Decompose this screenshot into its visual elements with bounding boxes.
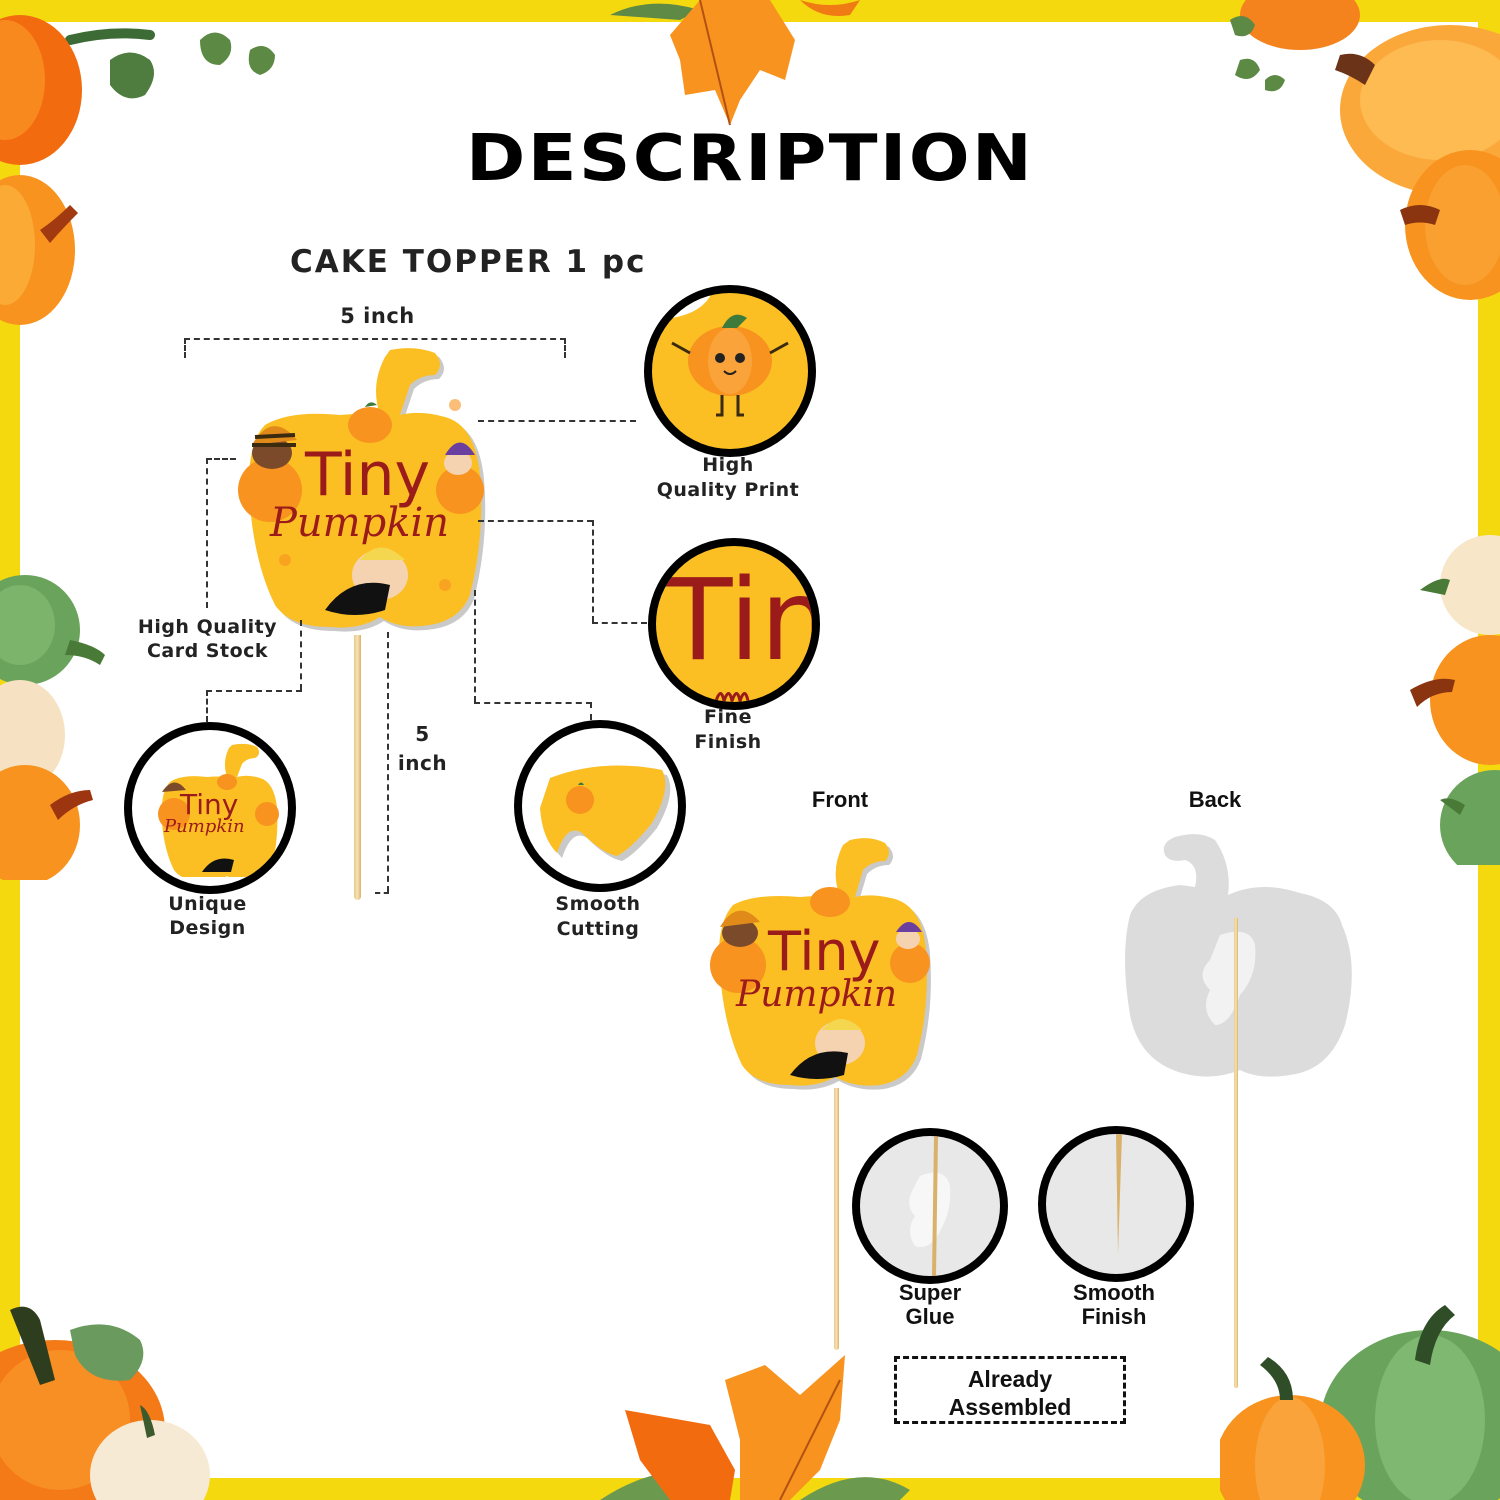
feature-label-cutting-line1: Smooth: [555, 893, 641, 915]
stick-tip-closeup-icon: [1116, 1134, 1122, 1254]
maple-leaf-bottom-icon: [600, 1355, 910, 1500]
front-pepper-shape-icon: [710, 838, 931, 1090]
already-assembled-badge: Already Assembled: [894, 1356, 1126, 1424]
super-glue-label-line2: Glue: [905, 1304, 955, 1329]
feature-circle-design: Tiny Pumpkin: [124, 722, 296, 894]
assembled-badge-line2: Assembled: [948, 1394, 1072, 1420]
width-dimension-tick-right: [564, 338, 566, 358]
front-view-topper: Tiny Pumpkin: [700, 835, 940, 1090]
wooden-stick: [354, 635, 361, 900]
connector-design-1: [300, 620, 302, 690]
feature-label-card-stock-line2: Card Stock: [146, 640, 269, 662]
connector-cutting-3: [590, 702, 592, 720]
glue-closeup-icon: [909, 1136, 951, 1276]
feature-label-finish-line2: Finish: [694, 731, 762, 753]
smooth-finish-label-line1: Smooth: [1073, 1280, 1155, 1305]
height-dimension-line: [387, 632, 389, 892]
height-dimension-tick: [375, 892, 389, 894]
connector-cutting-1: [474, 590, 476, 702]
feature-circle-finish: Tin: [648, 538, 820, 710]
connector-card-stock-1: [206, 458, 236, 460]
feature-label-design-line2: Design: [169, 917, 246, 939]
script-detail-icon: [714, 692, 750, 702]
small-pumpkin-icon: [566, 786, 594, 814]
mini-topper-text-pumpkin: Pumpkin: [164, 816, 245, 837]
feature-label-print-line2: Quality Print: [656, 479, 800, 501]
pumpkin-right-middle-icon: [1410, 535, 1500, 865]
front-text-pumpkin: Pumpkin: [736, 974, 898, 1015]
back-wooden-stick: [1234, 918, 1238, 1388]
smooth-finish-label-line2: Finish: [1081, 1304, 1147, 1329]
cute-pumpkin-icon: [348, 407, 392, 443]
feature-label-cutting-line2: Cutting: [556, 918, 640, 940]
super-glue-label-line1: Super: [898, 1280, 962, 1305]
pumpkin-corner-top-right-icon: [1230, 0, 1500, 300]
feature-label-design-line1: Unique: [168, 893, 247, 915]
feature-circle-super-glue: [852, 1128, 1008, 1284]
connector-finish-3: [592, 622, 647, 624]
connector-design-3: [206, 690, 208, 722]
assembled-badge-line1: Already: [967, 1366, 1053, 1392]
height-dimension-label-number: 5: [415, 722, 430, 746]
mini-topper-icon: [158, 743, 279, 877]
product-subtitle: CAKE TOPPER 1 pc: [290, 244, 647, 280]
pepper-pumpkin-shape-icon: [238, 348, 486, 632]
pumpkin-corner-bottom-left-icon: [0, 1306, 210, 1500]
front-view-label: Front: [811, 787, 869, 812]
feature-circle-print: [644, 285, 816, 457]
connector-finish-1: [478, 520, 593, 522]
connector-print: [478, 420, 636, 422]
pumpkin-corner-top-left-icon: [0, 15, 275, 325]
back-view-topper-icon: [1125, 834, 1352, 1077]
height-dimension-label-unit: inch: [397, 751, 448, 775]
cute-pumpkin-character-icon: [652, 293, 789, 417]
maple-leaf-top-icon: [610, 0, 860, 126]
topper-text-pumpkin: Pumpkin: [270, 500, 450, 546]
page-title: DESCRIPTION: [465, 122, 1035, 196]
connector-card-stock-2: [206, 458, 208, 608]
connector-finish-2: [592, 520, 594, 622]
cake-topper-main: Tiny Pumpkin: [230, 345, 490, 635]
back-view-label: Back: [1188, 787, 1242, 812]
connector-cutting-2: [474, 702, 592, 704]
front-text-tiny: Tiny: [768, 920, 881, 983]
zoom-text-tin: Tin: [664, 556, 820, 686]
connector-design-2: [206, 690, 302, 692]
feature-label-print-line1: High: [702, 454, 754, 476]
feature-circle-cutting: [514, 720, 686, 892]
mini-topper-text-tiny: Tiny: [180, 788, 239, 821]
width-dimension-tick-left: [184, 338, 186, 358]
front-wooden-stick: [834, 1088, 839, 1350]
topper-text-tiny: Tiny: [305, 440, 431, 510]
feature-label-finish-line1: Fine: [704, 706, 752, 728]
width-dimension-line: [184, 338, 566, 340]
feature-label-card-stock-line1: High Quality: [137, 616, 278, 638]
edge-closeup-icon: [540, 765, 671, 861]
width-dimension-label: 5 inch: [340, 304, 415, 328]
pumpkin-left-middle-icon: [0, 575, 105, 880]
pumpkin-corner-bottom-right-icon: [1220, 1305, 1500, 1500]
feature-circle-smooth-finish: [1038, 1126, 1194, 1282]
